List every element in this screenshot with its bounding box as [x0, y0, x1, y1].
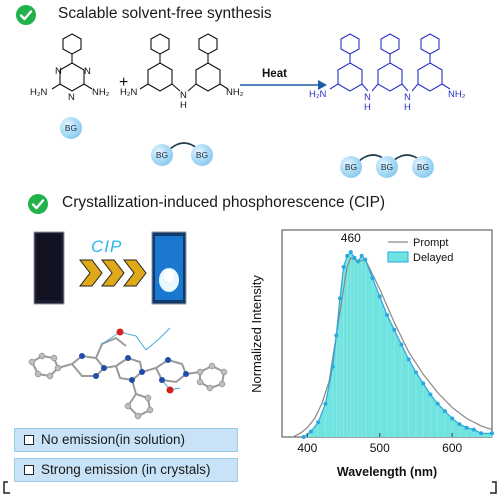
delayed-point: [392, 327, 397, 332]
bg-ball: BG: [151, 144, 173, 166]
delayed-point: [308, 429, 313, 434]
delayed-point: [435, 401, 440, 406]
section-title-cip: Crystallization-induced phosphorescence …: [62, 194, 386, 211]
bottom-bracket: [3, 481, 497, 494]
legend-delayed-swatch: [387, 251, 409, 263]
delayed-point: [442, 409, 447, 414]
series-layer: [292, 250, 494, 439]
delayed-point: [348, 250, 353, 255]
arrow-label: Heat: [262, 68, 287, 80]
reaction-arrowhead: [318, 80, 327, 90]
delayed-point: [457, 422, 462, 427]
delayed-point: [413, 370, 418, 375]
legend: Prompt Delayed: [387, 237, 453, 264]
checkbox-square-icon: [24, 465, 34, 475]
checkmark-icon: [16, 5, 36, 25]
legend-prompt-label: Prompt: [413, 237, 448, 249]
delayed-point: [301, 435, 306, 439]
cip-photo-strip: [33, 231, 187, 305]
delayed-point: [352, 255, 357, 260]
delayed-point: [337, 296, 342, 301]
delayed-point: [359, 253, 364, 258]
section-title-synthesis: Scalable solvent-free synthesis: [58, 5, 272, 22]
molecule-monomer: [51, 33, 93, 92]
ticks-layer: 400 500 600: [297, 433, 463, 455]
atom-h2n: H₂N: [120, 87, 138, 98]
delayed-point: [464, 425, 469, 430]
atom-h2n: H₂N: [309, 89, 327, 100]
atom-n: N: [404, 92, 411, 103]
bg-ball: BG: [412, 156, 434, 178]
atom-h: H: [364, 102, 371, 113]
delayed-point: [450, 416, 455, 421]
spectrum-chart: 400 500 600 Normalized Intensity Wavelengt…: [249, 229, 494, 479]
legend-delayed-label: Delayed: [413, 252, 453, 264]
y-axis-label: Normalized Intensity: [249, 275, 264, 393]
delayed-point: [316, 420, 321, 425]
cip-label: CIP: [91, 237, 123, 256]
emission-solution-box: No emission(in solution): [14, 428, 238, 452]
delayed-point: [370, 276, 375, 281]
delayed-point: [330, 364, 335, 369]
atom-nh2: NH₂: [226, 87, 244, 98]
bg-ball: BG: [191, 144, 213, 166]
delayed-point: [471, 427, 476, 432]
reaction-scheme: N N N H₂N NH₂ + H₂N NH₂ N H Heat: [30, 33, 466, 162]
delayed-point: [323, 401, 328, 406]
x-tick-label: 600: [442, 441, 462, 455]
bg-ball: BG: [340, 156, 362, 178]
delayed-point: [490, 431, 494, 436]
x-tick-label: 500: [370, 441, 390, 455]
atom-n: N: [55, 66, 62, 77]
plus-sign: +: [119, 74, 128, 91]
molecule-dimer: [139, 33, 229, 92]
delayed-point: [363, 257, 368, 262]
emission-crystals-box: Strong emission (in crystals): [14, 458, 238, 482]
x-axis-label: Wavelength (nm): [337, 465, 437, 479]
atom-n: N: [68, 92, 75, 103]
bg-ball: BG: [60, 117, 82, 139]
crystal-structure: [28, 327, 228, 420]
delayed-point: [334, 333, 339, 338]
checkbox-square-icon: [24, 435, 34, 445]
emission-solution-label: No emission(in solution): [41, 432, 186, 447]
atom-n: N: [180, 90, 187, 101]
chevron-arrows-icon: [78, 259, 147, 287]
delayed-point: [377, 294, 382, 299]
emission-crystals-label: Strong emission (in crystals): [41, 462, 211, 477]
atom-nh2: NH₂: [448, 89, 466, 100]
delayed-point: [399, 342, 404, 347]
atom-nh2: NH₂: [92, 87, 110, 98]
delayed-point: [341, 264, 346, 269]
delayed-point: [345, 253, 350, 258]
molecule-trimer: [329, 33, 451, 92]
delayed-point: [421, 381, 426, 386]
x-tick-label: 400: [297, 441, 317, 455]
atom-n: N: [84, 66, 91, 77]
delayed-point: [385, 313, 389, 318]
delayed-point: [428, 392, 433, 397]
delayed-point: [479, 431, 484, 436]
checkmark-icon: [28, 194, 48, 214]
delayed-point: [406, 357, 411, 362]
atom-h: H: [180, 100, 187, 111]
atom-h2n: H₂N: [30, 87, 48, 98]
bg-ball: BG: [376, 156, 398, 178]
peak-label: 460: [341, 231, 361, 245]
atom-n: N: [364, 92, 371, 103]
atom-h: H: [404, 102, 411, 113]
delayed-point: [356, 259, 361, 264]
